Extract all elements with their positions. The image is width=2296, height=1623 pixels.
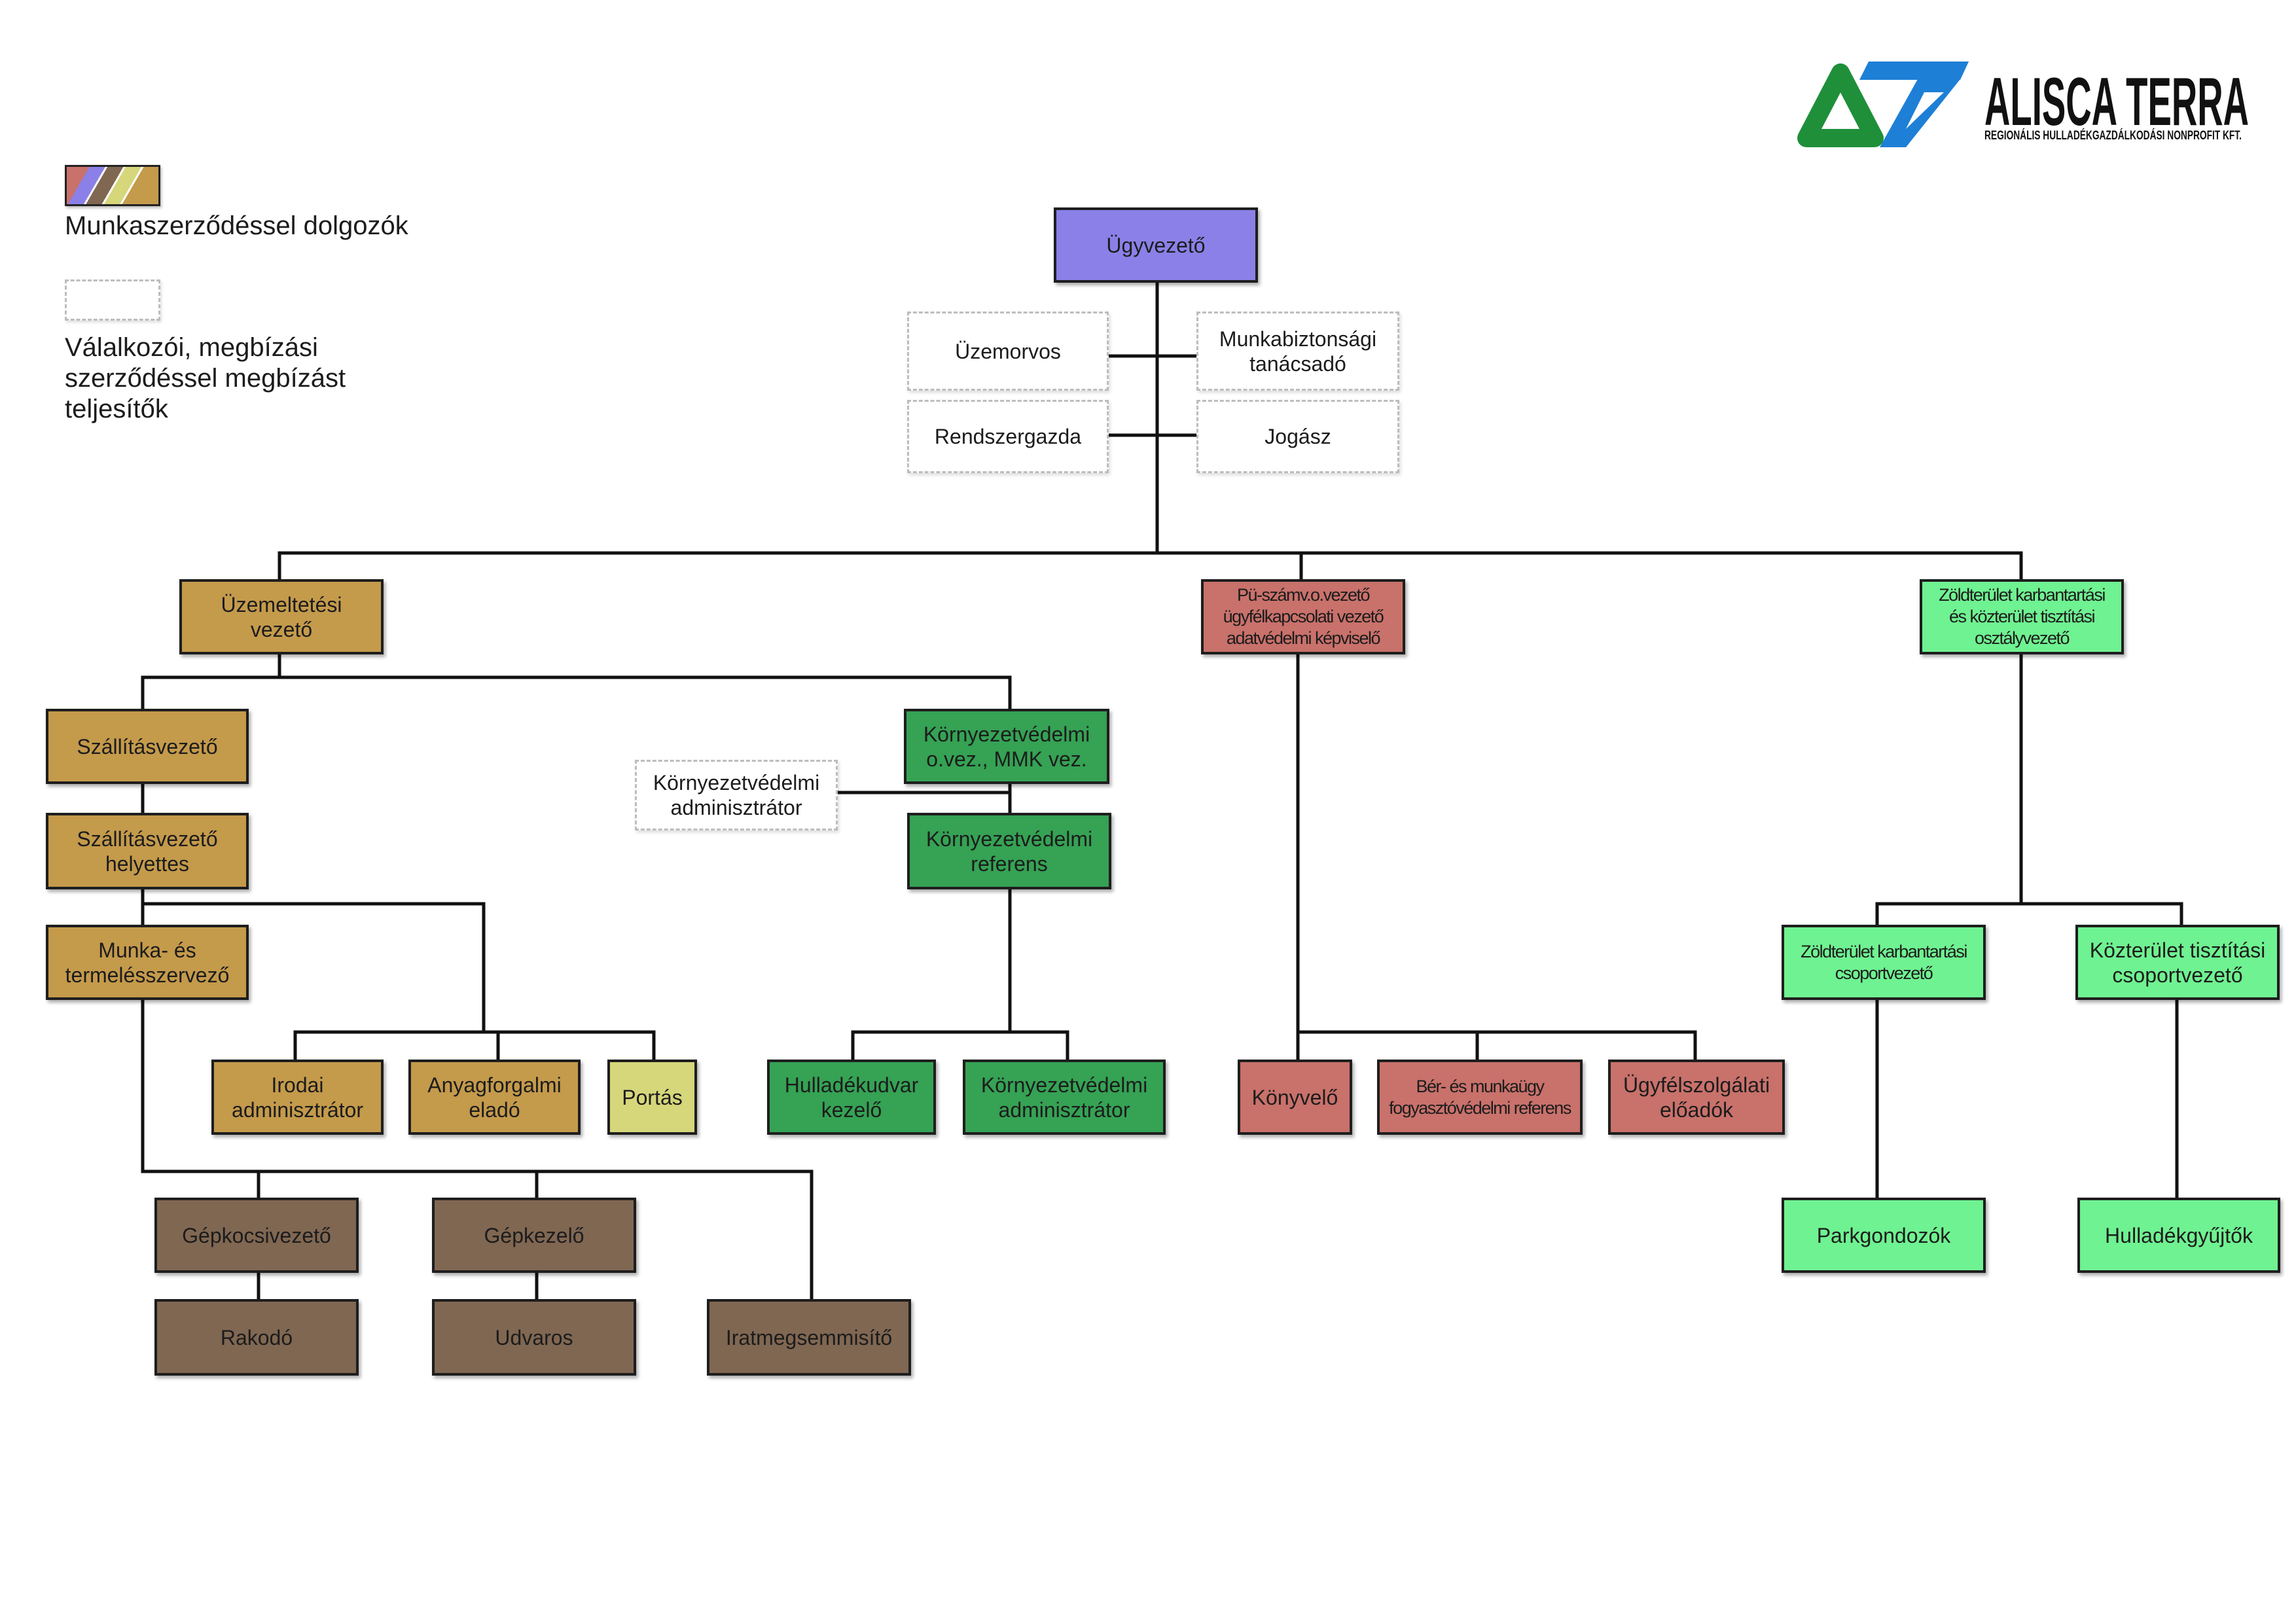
box-label: Hulladékgyűjtők xyxy=(2105,1223,2253,1247)
box-label: Zöldterület karbantartási xyxy=(1939,585,2106,605)
box-kornyezetvedelmi-adminisztrator: Környezetvédelmi adminisztrátor xyxy=(963,1060,1166,1135)
box-hulladekgyujtok: Hulladékgyűjtők xyxy=(2077,1198,2280,1273)
logo-mark-icon xyxy=(1797,62,1969,147)
company-logo: ALISCA TERRA REGIONÁLIS HULLADÉKGAZDÁLKO… xyxy=(1797,62,2249,147)
box-jogasz: Jogász xyxy=(1196,400,1399,473)
box-zoldterulet-osztalyvezeto: Zöldterület karbantartási és közterület … xyxy=(1920,579,2124,654)
box-parkgondozok: Parkgondozók xyxy=(1782,1198,1986,1273)
box-label: eladó xyxy=(469,1097,520,1122)
box-label: előadók xyxy=(1659,1097,1734,1122)
box-label: vezető xyxy=(250,617,313,641)
logo-subtitle: REGIONÁLIS HULLADÉKGAZDÁLKODÁSI NONPROFI… xyxy=(1984,128,2242,143)
box-label: fogyasztóvédelmi referens xyxy=(1389,1097,1571,1118)
legend-employee-text: Munkaszerződéssel dolgozók xyxy=(65,211,408,240)
box-label: Udvaros xyxy=(495,1325,573,1349)
box-label: Üzemorvos xyxy=(955,339,1061,363)
box-label: Pü-számv.o.vezető xyxy=(1236,585,1371,605)
box-label: Parkgondozók xyxy=(1816,1223,1951,1247)
box-label: adminisztrátor xyxy=(232,1097,363,1122)
box-label: kezelő xyxy=(821,1097,882,1122)
box-label: Közterület tisztítási xyxy=(2089,938,2266,962)
box-label: Gépkocsivezető xyxy=(182,1223,331,1247)
box-szallitasvezeto-helyettes: Szállításvezető helyettes xyxy=(46,813,249,889)
box-label: Jogász xyxy=(1265,425,1331,448)
box-anyagforgalmi-elado: Anyagforgalmi eladó xyxy=(408,1060,581,1135)
box-label: Szállításvezető xyxy=(77,734,218,758)
legend-contractor-text-line: Válalkozói, megbízási xyxy=(65,333,318,362)
box-ugyfelszolgalati-eloadok: Ügyfélszolgálati előadók xyxy=(1608,1060,1785,1135)
box-label: referens xyxy=(971,851,1048,876)
box-udvaros: Udvaros xyxy=(432,1299,636,1376)
box-label: Portás xyxy=(622,1085,683,1109)
box-label: Zöldterület karbantartási xyxy=(1801,941,1967,961)
box-label: osztályvezető xyxy=(1974,628,2070,648)
box-gepkezelo: Gépkezelő xyxy=(432,1198,636,1273)
box-uzemorvos: Üzemorvos xyxy=(907,312,1109,391)
box-label: Bér- és munkaügy xyxy=(1416,1076,1545,1096)
box-label: tanácsadó xyxy=(1249,351,1346,376)
legend-contractor-swatch xyxy=(65,279,160,321)
legend-contractor-label: Válalkozói, megbízási szerződéssel megbí… xyxy=(65,332,346,425)
box-label: Munka- és xyxy=(98,938,196,962)
box-rakodo: Rakodó xyxy=(154,1299,359,1376)
box-label: adatvédelmi képviselő xyxy=(1226,628,1381,648)
box-label: Hulladékudvar xyxy=(784,1073,919,1097)
box-ber-munkaugy: Bér- és munkaügy fogyasztóvédelmi refere… xyxy=(1377,1060,1583,1135)
logo-name: ALISCA TERRA xyxy=(1984,64,2249,140)
box-portas: Portás xyxy=(607,1060,697,1135)
box-zoldterulet-csoportvezeto: Zöldterület karbantartási csoportvezető xyxy=(1782,925,1986,1000)
box-iratmegsemmisito: Iratmegsemmisítő xyxy=(707,1299,911,1376)
box-label: csoportvezető xyxy=(2112,963,2243,987)
box-gepkocsivezeto: Gépkocsivezető xyxy=(154,1198,359,1273)
box-label: Irodai xyxy=(271,1073,324,1097)
box-konyvelo: Könyvelő xyxy=(1238,1060,1352,1135)
box-munka-termelesszervezo: Munka- és termelésszervező xyxy=(46,925,249,1000)
box-label: ügyfélkapcsolati vezető xyxy=(1223,607,1384,626)
legend-employee-swatch xyxy=(65,165,160,206)
box-label: Iratmegsemmisítő xyxy=(725,1325,893,1349)
legend-employee-label: Munkaszerződéssel dolgozók xyxy=(65,211,408,241)
box-label: o.vez., MMK vez. xyxy=(926,747,1087,771)
box-kornyezetvedelmi-adminisztrator-megbizott: Környezetvédelmi adminisztrátor xyxy=(635,760,838,830)
box-kozterulet-csoportvezeto: Közterület tisztítási csoportvezető xyxy=(2075,925,2280,1000)
box-label: Könyvelő xyxy=(1251,1085,1338,1109)
box-label: adminisztrátor xyxy=(670,796,802,819)
box-munkabiztonsagi-tanacsado: Munkabiztonsági tanácsadó xyxy=(1196,312,1399,391)
box-label: helyettes xyxy=(105,851,190,876)
box-label: csoportvezető xyxy=(1835,963,1933,983)
box-label: Szállításvezető xyxy=(77,827,218,851)
box-label: Környezetvédelmi xyxy=(980,1073,1148,1097)
box-label: Rendszergazda xyxy=(934,425,1082,448)
box-label: termelésszervező xyxy=(65,963,230,987)
box-label: Munkabiztonsági xyxy=(1219,327,1377,351)
box-uzemeltetesi-vezeto: Üzemeltetési vezető xyxy=(179,579,384,654)
box-label: Ügyfélszolgálati xyxy=(1623,1073,1770,1097)
legend-contractor-text-line: szerződéssel megbízást xyxy=(65,364,346,393)
box-label: adminisztrátor xyxy=(998,1097,1130,1122)
box-pu-vezeto: Pü-számv.o.vezető ügyfélkapcsolati vezet… xyxy=(1201,579,1405,654)
box-kornyezetvedelmi-referens: Környezetvédelmi referens xyxy=(907,813,1111,889)
box-label: Anyagforgalmi xyxy=(427,1073,562,1097)
legend-contractor-text-line: teljesítők xyxy=(65,395,168,423)
box-irodai-adminisztrator: Irodai adminisztrátor xyxy=(211,1060,384,1135)
box-label: Környezetvédelmi xyxy=(653,771,820,794)
box-ugyvezeto: Ügyvezető xyxy=(1054,207,1258,283)
box-label: Ügyvezető xyxy=(1106,233,1206,257)
box-rendszergazda: Rendszergazda xyxy=(907,400,1109,473)
box-label: és közterület tisztítási xyxy=(1948,607,2096,626)
box-label: Gépkezelő xyxy=(484,1223,584,1247)
box-szallitasvezeto: Szállításvezető xyxy=(46,709,249,784)
box-kornyezetvedelmi-vezeto: Környezetvédelmi o.vez., MMK vez. xyxy=(904,709,1109,784)
box-hulladekudvar-kezelo: Hulladékudvar kezelő xyxy=(767,1060,936,1135)
box-label: Környezetvédelmi xyxy=(923,722,1090,746)
box-label: Rakodó xyxy=(220,1325,293,1349)
box-label: Környezetvédelmi xyxy=(925,827,1093,851)
box-label: Üzemeltetési xyxy=(221,592,342,616)
